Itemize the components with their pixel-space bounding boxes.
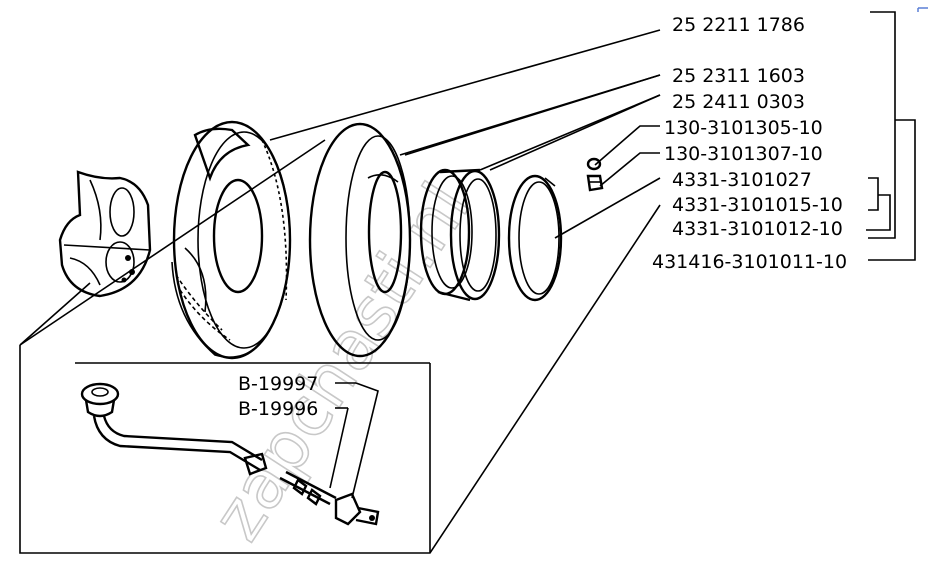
valve-extension: [80, 382, 268, 476]
leader-lines: [329, 74, 661, 499]
label-130-3101305-10: 130-3101305-10: [664, 117, 823, 139]
tire: [171, 120, 292, 360]
label-b-19997: B-19997: [238, 373, 318, 395]
corner-mark: [917, 7, 928, 12]
label-4331-3101027: 4331-3101027: [672, 169, 812, 191]
label-b-19996: B-19996: [238, 398, 318, 420]
label-4331-3101015-10: 4331-3101015-10: [672, 194, 843, 216]
lock-ring: [507, 174, 563, 302]
label-130-3101307-10: 130-3101307-10: [664, 143, 823, 165]
valve-assembly: [279, 470, 380, 526]
rim-half: [58, 170, 152, 298]
label-431416-3101011-10: 431416-3101011-10: [652, 251, 847, 273]
label-25-2411-0303: 25 2411 0303: [672, 91, 805, 113]
valve-small-parts: [586, 157, 604, 192]
rim-ring: [419, 168, 501, 302]
label-25-2311-1603: 25 2311 1603: [672, 65, 805, 87]
part-labels: 25 2211 1786 25 2311 1603 25 2411 0303 1…: [238, 14, 847, 420]
label-4331-3101012-10: 4331-3101012-10: [672, 218, 843, 240]
brackets: [866, 11, 916, 261]
label-25-2211-1786: 25 2211 1786: [672, 14, 805, 36]
inner-tube: [308, 122, 412, 358]
